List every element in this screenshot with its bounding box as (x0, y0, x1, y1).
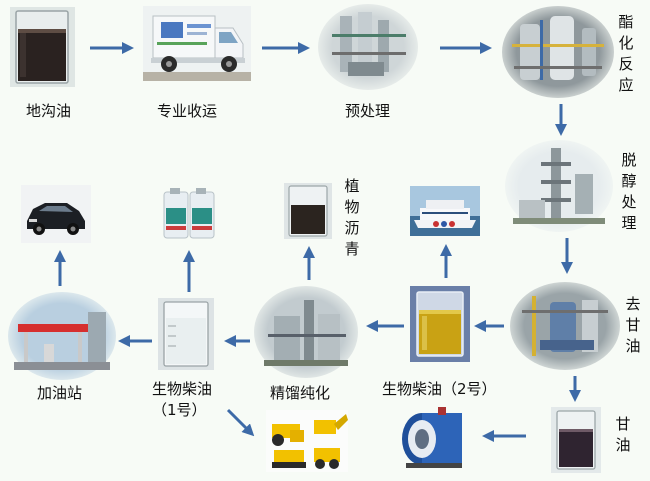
car-photo (21, 185, 91, 243)
label-waste-oil: 地沟油 (26, 102, 72, 120)
label-biodiesel-1-line1: 生物柴油 (152, 380, 213, 398)
biodiesel-2-beaker-photo (410, 286, 470, 362)
collection-truck-photo (143, 6, 251, 81)
label-gas-station: 加油站 (37, 384, 83, 402)
lubricant-bottles-photo (160, 186, 218, 242)
arrow-biodiesel1-to-machinery (226, 408, 255, 437)
demethanol-tower-photo (505, 140, 613, 232)
glycerin-beaker-photo (551, 407, 601, 473)
boiler-photo (398, 405, 468, 473)
distillation-plant-photo (254, 286, 358, 378)
plant-asphalt-beaker-photo (284, 183, 332, 239)
biodiesel-1-beaker-photo (158, 298, 214, 370)
label-plant-asphalt: 植 物 沥 青 (344, 177, 360, 258)
label-biodiesel-1-line2: （1号） (152, 401, 207, 419)
deglycerin-equipment-photo (510, 282, 620, 370)
label-distillation: 精馏纯化 (270, 384, 331, 402)
label-collection: 专业收运 (157, 102, 218, 120)
cruise-ship-photo (410, 186, 480, 236)
gas-station-photo (8, 292, 116, 380)
label-biodiesel-2: 生物柴油（2号） (382, 380, 497, 398)
label-pretreatment: 预处理 (345, 102, 391, 120)
label-glycerin: 甘 油 (615, 415, 631, 454)
label-demethanol: 脱 醇 处 理 (621, 151, 637, 232)
waste-oil-beaker-photo (10, 7, 75, 87)
label-esterification: 酯 化 反 应 (618, 13, 634, 94)
pretreatment-plant-photo (318, 4, 418, 90)
construction-machinery-photo (266, 410, 348, 472)
esterification-reactor-photo (502, 6, 614, 98)
label-deglycerin: 去 甘 油 (625, 295, 641, 355)
